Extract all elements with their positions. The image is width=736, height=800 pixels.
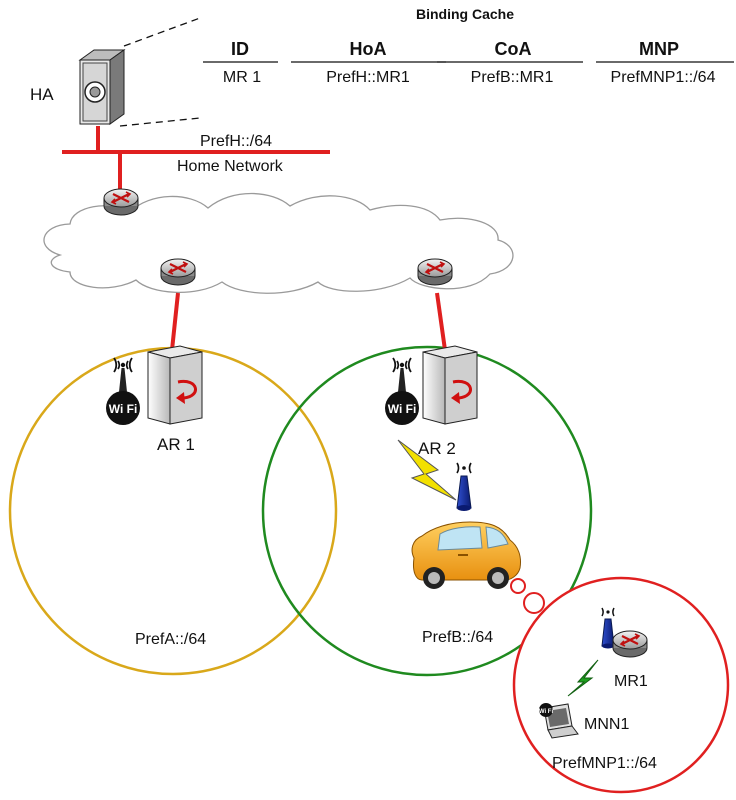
- svg-text:Wi Fi: Wi Fi: [388, 402, 417, 416]
- ar1-label: AR 1: [157, 435, 195, 454]
- home-agent-label: HA: [30, 85, 54, 104]
- home-router-icon: [102, 187, 140, 217]
- wireless-link-bolt-icon: [397, 439, 457, 501]
- mr1-antenna-icon: [601, 607, 615, 649]
- mobile-link-bolt-icon: [567, 659, 599, 697]
- binding-cache-row: MR 1 PrefH::MR1 PrefB::MR1 PrefMNP1::/64: [223, 69, 716, 86]
- binding-cache: Binding Cache ID HoA CoA MNP MR 1 PrefH:…: [203, 6, 734, 86]
- ar2-server-icon: [421, 344, 479, 426]
- binding-cache-headers: ID HoA CoA MNP: [231, 39, 679, 59]
- ar2-label: AR 2: [418, 439, 456, 458]
- mnn1-label: MNN1: [584, 716, 629, 733]
- car-antenna-icon: [456, 462, 472, 511]
- cell-hoa: PrefH::MR1: [326, 69, 410, 86]
- header-coa: CoA: [495, 39, 532, 59]
- header-id: ID: [231, 39, 249, 59]
- mr1-router-icon: [611, 629, 649, 659]
- ar2-coverage-circle: [261, 345, 593, 677]
- home-network-label: Home Network: [177, 158, 284, 175]
- zoom-lines: [119, 17, 201, 127]
- car-icon: [411, 521, 521, 589]
- cell-mnp: PrefMNP1::/64: [611, 69, 716, 86]
- ar1-prefix-label: PrefA::/64: [135, 631, 206, 648]
- ar2-wifi-antenna-icon: Wi Fi: [385, 357, 419, 425]
- thought-bubble-small: [510, 578, 526, 594]
- mobile-prefix-label: PrefMNP1::/64: [552, 755, 657, 772]
- cell-id: MR 1: [223, 69, 261, 86]
- ar1-gateway-router-icon: [159, 257, 197, 287]
- header-hoa: HoA: [350, 39, 387, 59]
- mobile-network-circle: [512, 576, 730, 794]
- home-network-links: [62, 126, 330, 192]
- ar2-prefix-label: PrefB::/64: [422, 629, 493, 646]
- home-prefix-label: PrefH::/64: [200, 133, 272, 150]
- header-mnp: MNP: [639, 39, 679, 59]
- thought-bubble-medium: [523, 592, 545, 614]
- ar1-server-icon: [146, 344, 204, 426]
- mnn1-laptop-icon: Wi Fi: [539, 703, 579, 739]
- svg-text:Wi Fi: Wi Fi: [539, 709, 554, 715]
- mr1-label: MR1: [614, 673, 648, 690]
- binding-cache-title: Binding Cache: [416, 6, 514, 22]
- home-agent-icon: [78, 49, 126, 125]
- access-links: [170, 292, 447, 351]
- cell-coa: PrefB::MR1: [471, 69, 554, 86]
- svg-text:Wi Fi: Wi Fi: [109, 402, 138, 416]
- ar1-wifi-antenna-icon: Wi Fi: [106, 357, 140, 425]
- ar2-gateway-router-icon: [416, 257, 454, 287]
